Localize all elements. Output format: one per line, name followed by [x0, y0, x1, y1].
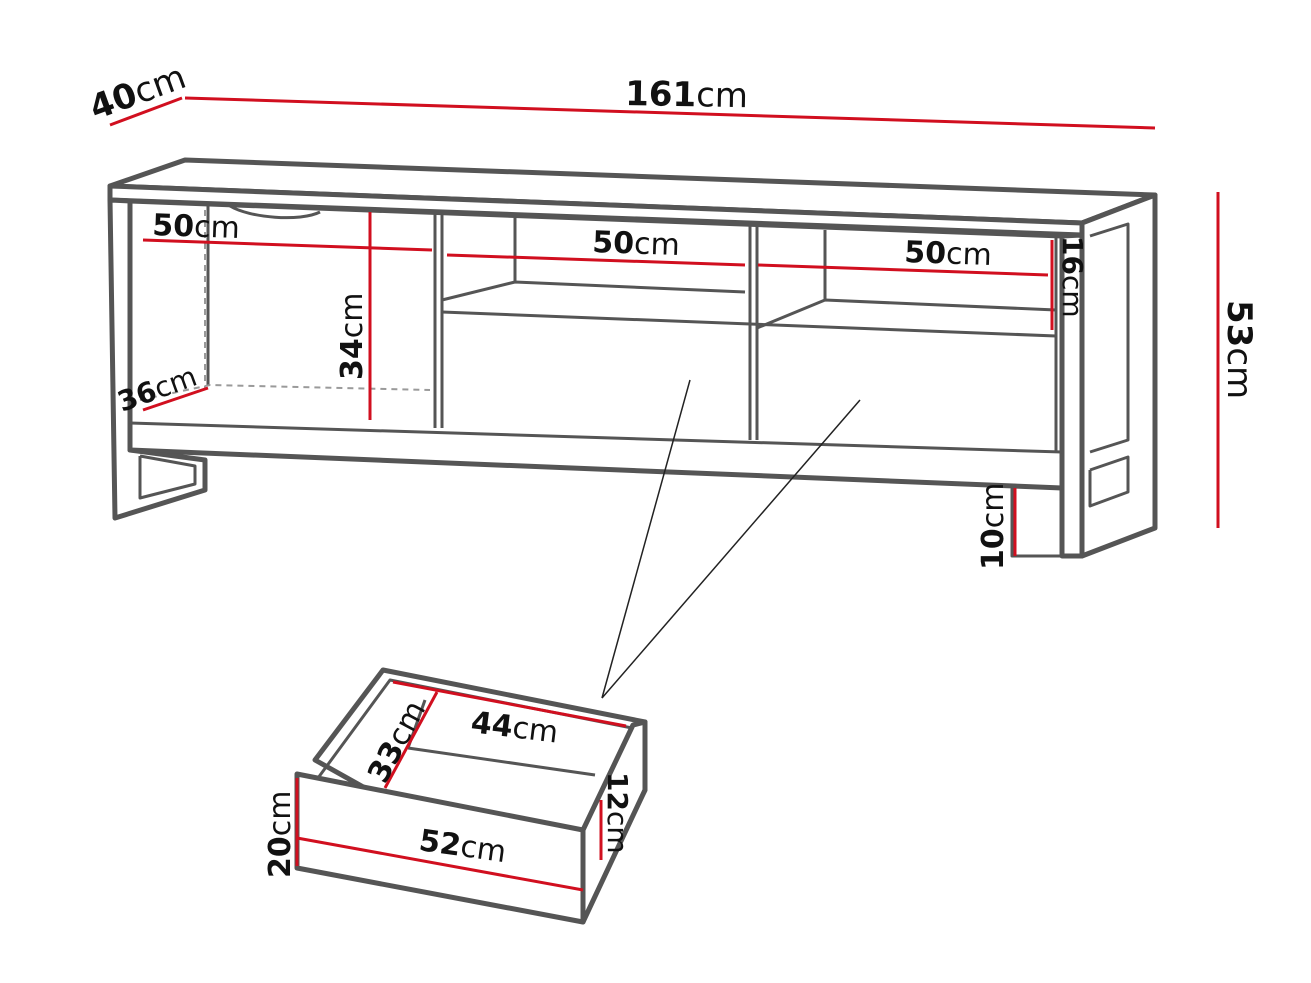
label-shelf-left-width: 50cm [592, 225, 681, 263]
label-leg-height: 10cm [976, 483, 1011, 570]
dimension-labels: 40cm 161cm 53cm 10cm 50cm 34cm 36cm 50cm… [84, 57, 1259, 878]
drawer-drawing [294, 667, 648, 925]
dim-line-shelf-left [446, 253, 746, 267]
dimension-lines [109, 96, 1220, 892]
label-depth: 40cm [84, 57, 191, 129]
drawer-leader-lines [601, 379, 861, 699]
label-drawer-inner-width: 44cm [469, 705, 560, 750]
cabinet-details [129, 204, 1130, 558]
cabinet-right-side [1079, 192, 1158, 559]
dim-line-width [184, 96, 1156, 130]
cabinet-right-leg [1059, 232, 1085, 559]
dim-line-drawer-inner-depth [383, 691, 439, 789]
label-shelf-height: 16cm [1056, 236, 1089, 318]
label-shelf-right-width: 50cm [904, 235, 993, 273]
dim-line-cabinet-width [142, 238, 433, 252]
label-drawer-inner-height: 12cm [601, 772, 634, 854]
label-height: 53cm [1219, 300, 1259, 399]
dim-line-shelf-right [757, 263, 1049, 277]
hidden-lines [139, 210, 431, 401]
label-cabinet-width: 50cm [152, 208, 241, 246]
dim-line-depth [109, 96, 183, 127]
dim-line-cabinet-depth [142, 386, 209, 412]
label-drawer-front-height: 20cm [263, 791, 298, 878]
label-width: 161cm [625, 74, 748, 116]
dim-line-drawer-front-width [296, 836, 584, 892]
dim-line-drawer-inner-width [392, 680, 627, 728]
label-cabinet-height: 34cm [335, 293, 370, 380]
label-drawer-front-width: 52cm [417, 823, 508, 870]
